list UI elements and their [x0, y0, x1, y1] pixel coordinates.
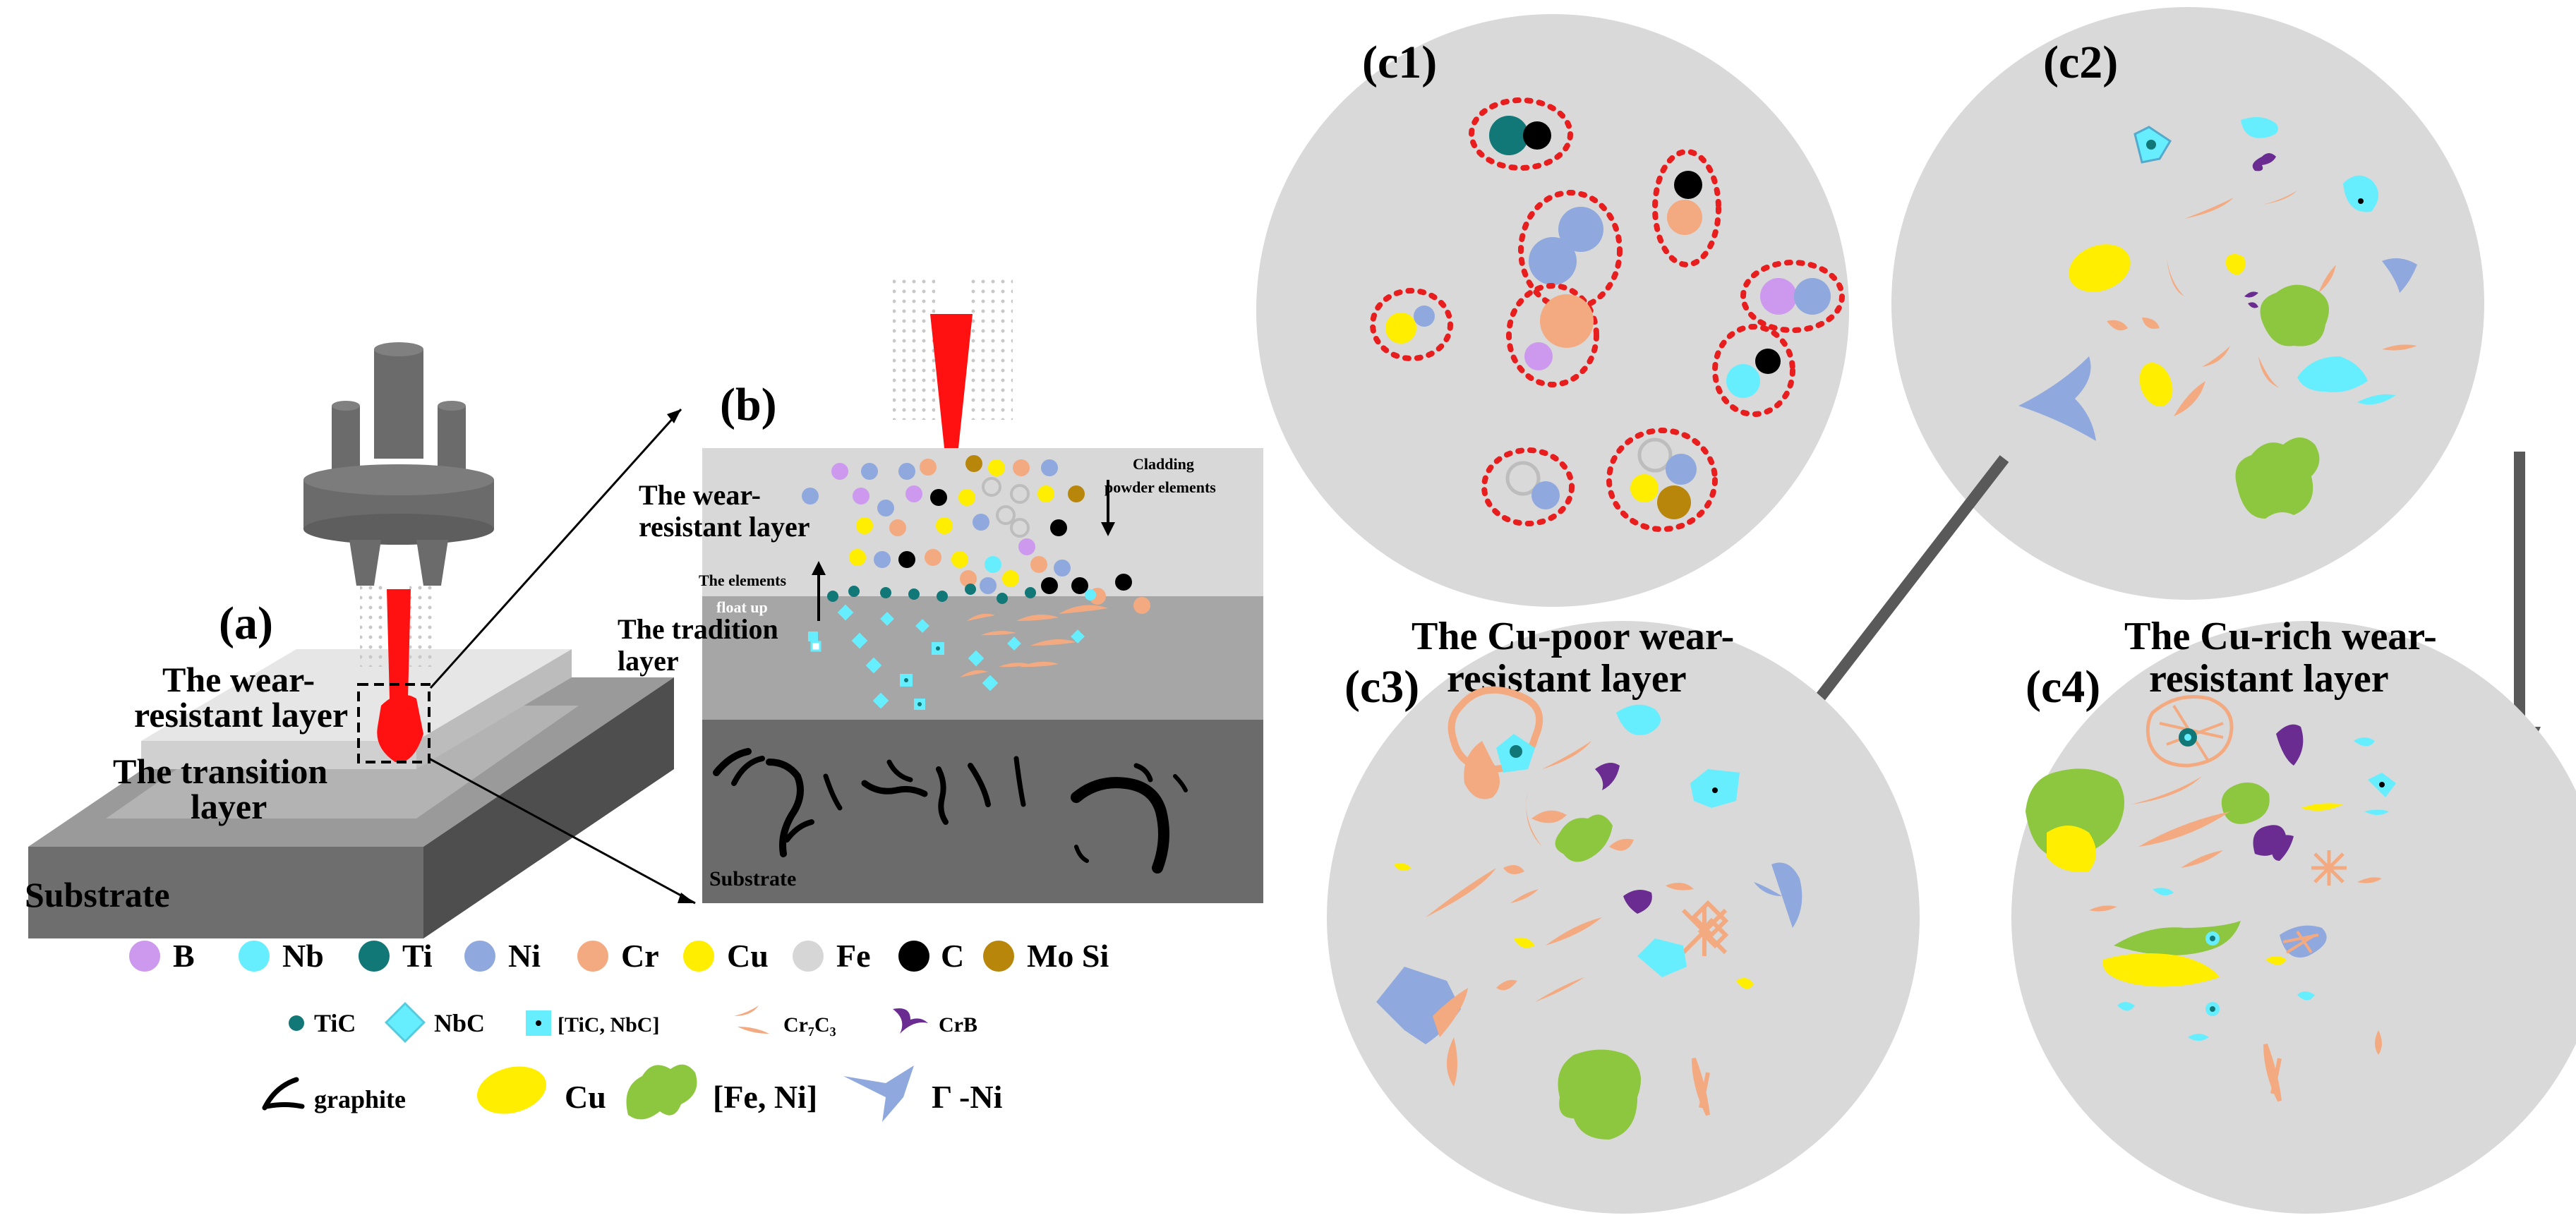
legend-mo-si: Mo Si [1027, 938, 1109, 974]
powder-spray-left [360, 582, 388, 667]
panel-c2-label: (c2) [2043, 37, 2118, 88]
panel-c2: (c2) [1891, 7, 2484, 600]
c4-title-line2: resistant layer [2149, 657, 2389, 701]
c-swatch-icon [898, 941, 929, 972]
c2-circle [1891, 7, 2484, 600]
powder-spray-b-left [893, 279, 935, 420]
panel-b-label: (b) [720, 379, 777, 430]
wear-layer-label-b1: The wear- [639, 479, 761, 511]
legend-crb: CrB [939, 1013, 977, 1037]
legend-c: C [941, 938, 964, 974]
powder-particles [802, 455, 1150, 614]
fe-swatch-icon [793, 941, 824, 972]
substrate-label-a: Substrate [25, 875, 170, 914]
c1-particle-clusters [1370, 97, 1845, 532]
nbc-diamond-icon [385, 1002, 426, 1043]
crb-shape-icon [893, 1008, 928, 1034]
legend-graphite: graphite [314, 1085, 406, 1113]
c3-phases [1376, 686, 1802, 1140]
wear-layer-bead-front [141, 741, 416, 769]
panel-c3-label: (c3) [1344, 661, 1419, 713]
cladding-label-2: powder elements [1105, 478, 1216, 496]
substrate-front [28, 847, 423, 938]
fe-ni-blob-icon [626, 1064, 697, 1120]
zoom-line-top [429, 408, 682, 689]
cladding-label-1: Cladding [1133, 455, 1194, 473]
substrate-label-b: Substrate [709, 867, 796, 890]
legend-cu-phase: Cu [565, 1079, 606, 1115]
wear-layer-label-a2: resistant layer [134, 695, 348, 735]
panel-a: (a) The wear- resistant layer The transi… [25, 342, 674, 938]
tradition-label-b1: The tradition [618, 613, 778, 645]
panel-c3: (c3) The Cu-poor wear- resistant layer [1327, 615, 1920, 1214]
legend-tic-nbc: [TiC, NbC] [558, 1013, 659, 1037]
substrate-side [423, 677, 674, 938]
cu-swatch-icon [683, 941, 714, 972]
panel-c4: (c4) The Cu-rich wear- resistant layer [2011, 615, 2576, 1214]
c4-title-line1: The Cu-rich wear- [2124, 615, 2437, 658]
wear-layer-label-a1: The wear- [162, 660, 315, 699]
graphite-icon [262, 1077, 305, 1111]
float-up-label-1: The elements [699, 572, 786, 589]
tic-precipitates [827, 584, 1096, 604]
laser-beam-b [930, 314, 973, 448]
arrow-c2-to-c3 [1809, 455, 2009, 709]
legend-b: B [173, 938, 195, 974]
legend: B Nb Ti Ni Cr Cu Fe C Mo Si TiC NbC [TiC… [129, 938, 1109, 1122]
nb-swatch-icon [239, 941, 270, 972]
powder-spray-right [409, 582, 438, 667]
mo-si-swatch-icon [983, 941, 1014, 972]
c4-circle [2011, 621, 2576, 1214]
transition-label-a2: layer [191, 787, 267, 826]
powder-spray-b-right [970, 279, 1013, 420]
zoom-box [357, 683, 431, 763]
ti-swatch-icon [359, 941, 390, 972]
laser-beam [387, 589, 411, 699]
panel-b: (b) The wear- resistant layer The tradit… [618, 279, 1263, 903]
panel-c1: (c1) [1256, 14, 1849, 607]
panel-c4-label: (c4) [2026, 661, 2100, 713]
gamma-ni-icon [843, 1065, 914, 1122]
graphite-flakes [713, 748, 1188, 874]
ni-swatch-icon [464, 941, 495, 972]
legend-ti: Ti [402, 938, 433, 974]
cr-swatch-icon [577, 941, 608, 972]
c3-title-line1: The Cu-poor wear- [1412, 615, 1734, 658]
cr7c3-sliver-icon [734, 1005, 769, 1034]
legend-tic: TiC [314, 1009, 356, 1037]
b-swatch-icon [129, 941, 160, 972]
tradition-label-b2: layer [618, 645, 679, 677]
legend-cr: Cr [621, 938, 659, 974]
wear-layer-bead-top [141, 649, 572, 741]
c4-phases [2026, 695, 2396, 1102]
legend-nb: Nb [282, 938, 324, 974]
legend-cu: Cu [727, 938, 769, 974]
legend-ni: Ni [508, 938, 541, 974]
melt-pool [377, 694, 423, 763]
legend-cr7c3: Cr₇C₃ [783, 1013, 836, 1037]
transition-label-a1: The transition [113, 751, 327, 791]
legend-gamma-ni: Γ -Ni [932, 1079, 1003, 1115]
float-up-label-2: float up [716, 598, 768, 616]
laser-head [303, 342, 494, 586]
panel-c1-label: (c1) [1362, 37, 1437, 88]
legend-fe-ni: [Fe, Ni] [713, 1079, 817, 1115]
zoom-line-bottom [428, 757, 696, 905]
cu-blob-icon [476, 1066, 547, 1114]
legend-fe: Fe [836, 938, 871, 974]
tradition-layer-carbides [808, 604, 1108, 710]
c2-phases [2018, 117, 2417, 519]
wear-layer-label-b2: resistant layer [639, 511, 810, 543]
wear-layer-bead-side [416, 649, 572, 769]
panel-a-label: (a) [219, 598, 273, 649]
legend-nbc: NbC [434, 1009, 485, 1037]
tic-dot-icon [289, 1015, 304, 1031]
